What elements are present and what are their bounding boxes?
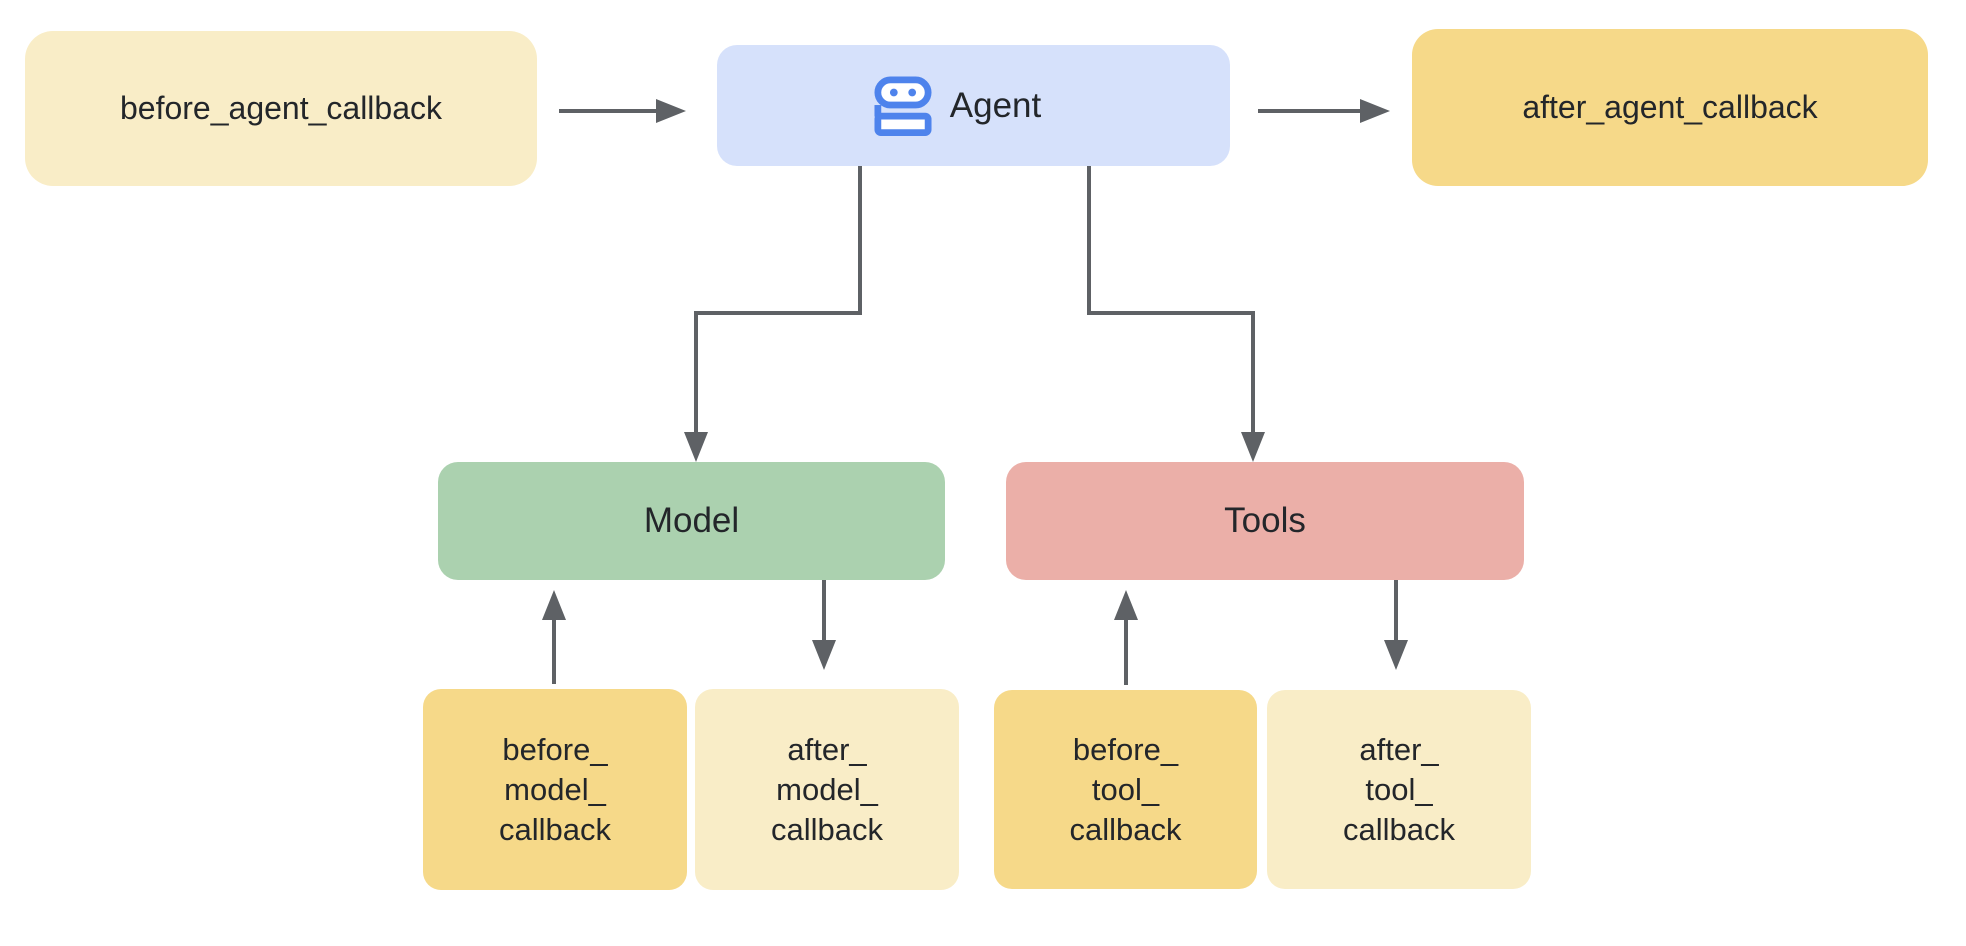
model-label: Model	[643, 501, 740, 540]
after-agent-callback-label: after_agent_callback	[1522, 89, 1818, 125]
after-model-callback-label: after_ model_ callback	[771, 731, 883, 847]
node-agent: Agent	[717, 45, 1230, 166]
after-tool-callback-label: after_ tool_ callback	[1343, 731, 1455, 847]
edge-agent-to-tools	[1087, 166, 1265, 462]
robot-icon	[874, 76, 932, 136]
node-before-agent-callback: before_agent_callback	[25, 31, 537, 186]
node-after-agent-callback: after_agent_callback	[1412, 29, 1928, 186]
tools-label: Tools	[1224, 501, 1306, 540]
node-after-model-callback: after_ model_ callback	[695, 689, 959, 890]
before-model-callback-label: before_ model_ callback	[499, 731, 611, 847]
node-model: Model	[438, 462, 945, 580]
agent-content: Agent	[874, 75, 1041, 137]
node-after-tool-callback: after_ tool_ callback	[1267, 690, 1531, 889]
agent-label: Agent	[949, 85, 1042, 125]
node-before-tool-callback: before_ tool_ callback	[994, 690, 1257, 889]
node-before-model-callback: before_ model_ callback	[423, 689, 687, 890]
node-tools: Tools	[1006, 462, 1524, 580]
before-agent-callback-label: before_agent_callback	[119, 90, 442, 126]
before-tool-callback-label: before_ tool_ callback	[1069, 731, 1182, 847]
edge-agent-to-model	[684, 166, 862, 462]
